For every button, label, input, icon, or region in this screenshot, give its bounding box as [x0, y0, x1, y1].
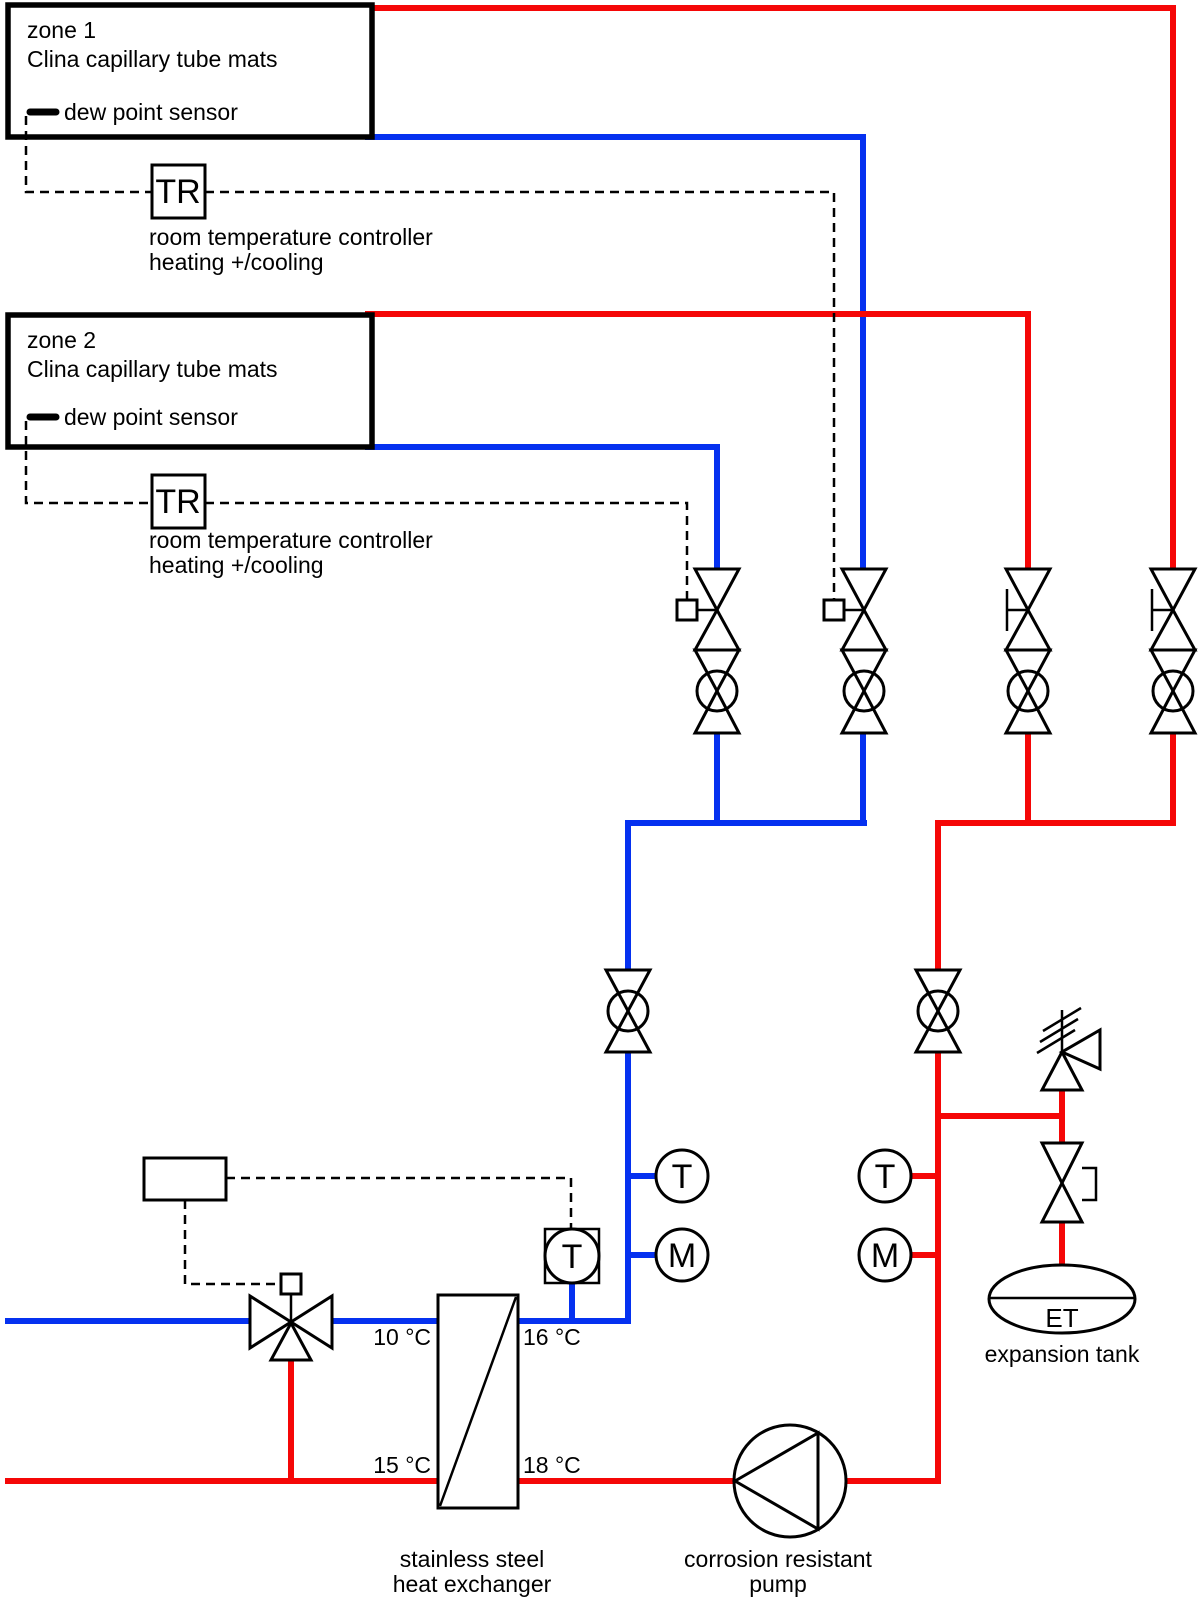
zone1-motorized-valve	[822, 567, 889, 652]
zone2-dew-sensor-wire	[24, 421, 152, 505]
zone2-cold-balancing-valve	[692, 648, 742, 735]
pump-label-1: corrosion resistant	[684, 1546, 873, 1572]
cold-right-temp: 16 °C	[523, 1324, 581, 1350]
zone2-controller-caption-1: room temperature controller	[149, 527, 433, 553]
heat-exchanger: 10 °C 16 °C 15 °C 18 °C stainless steel …	[373, 1293, 581, 1597]
mixing-controller-box	[142, 1156, 228, 1202]
zone1-room-controller: TR room temperature controller heating +…	[149, 163, 433, 275]
zone1-panel: zone 1 Clina capillary tube mats dew poi…	[5, 2, 375, 140]
zone2-tr-to-valve-wire	[205, 501, 689, 600]
pump: corrosion resistant pump	[684, 1423, 873, 1597]
zone1-controller-caption-2: heating +/cooling	[149, 249, 324, 275]
zone1-controller-caption-1: room temperature controller	[149, 224, 433, 250]
zone2-dew-point-label: dew point sensor	[64, 404, 238, 430]
controller-to-mixing-valve-wire	[183, 1200, 281, 1286]
zone2-subtitle: Clina capillary tube mats	[27, 356, 278, 382]
fill-drain-valve	[1039, 1141, 1098, 1224]
expansion-tank-tag: ET	[1045, 1303, 1078, 1333]
supply-sensor-tag: T	[562, 1238, 583, 1276]
hot-m-tag: M	[871, 1237, 899, 1275]
cold-pipes	[5, 134, 867, 1324]
zone2-cold-return-pipe	[365, 444, 720, 575]
zone2-panel: zone 2 Clina capillary tube mats dew poi…	[5, 312, 375, 450]
zone1-shutoff-valve	[1148, 567, 1198, 652]
hot-t-tag: T	[875, 1158, 896, 1196]
cold-left-temp: 10 °C	[373, 1324, 431, 1350]
zone1-hot-supply-pipe	[365, 5, 1176, 575]
hot-right-temp: 18 °C	[523, 1452, 581, 1478]
zone2-hot-balancing-valve	[1003, 648, 1053, 735]
zone1-dew-point-label: dew point sensor	[64, 99, 238, 125]
zone2-tr-tag: TR	[155, 483, 200, 521]
expansion-tank-label: expansion tank	[985, 1341, 1140, 1367]
zone1-cold-balancing-valve	[839, 648, 889, 735]
zone2-tr-box	[150, 473, 207, 530]
expansion-tank: ET expansion tank	[985, 1263, 1140, 1367]
zone1-hot-balancing-valve	[1148, 648, 1198, 735]
hot-manometer-indicator: M	[857, 1227, 913, 1283]
zone1-valve-actuator	[822, 598, 846, 622]
controller-to-sensor-wire	[226, 1176, 573, 1229]
zone1-box	[5, 2, 375, 140]
hot-riser-valve	[913, 968, 963, 1054]
hot-left-temp: 15 °C	[373, 1452, 431, 1478]
zone2-room-controller: TR room temperature controller heating +…	[149, 473, 433, 578]
zone2-title: zone 2	[27, 327, 96, 353]
zone2-hot-supply-pipe	[365, 311, 1031, 575]
zone1-dew-sensor-wire	[24, 116, 152, 194]
zone1-tr-tag: TR	[155, 173, 200, 211]
zone2-controller-caption-2: heating +/cooling	[149, 552, 324, 578]
pump-label-2: pump	[749, 1571, 807, 1597]
zone1-tr-to-valve-wire	[205, 190, 836, 600]
mixing-controller	[142, 1156, 228, 1202]
zone2-valve-actuator	[675, 598, 699, 622]
zone2-shutoff-valve	[1003, 567, 1053, 652]
heat-exchanger-label-2: heat exchanger	[393, 1571, 552, 1597]
zone2-box	[5, 312, 375, 450]
cold-temperature-indicator: T	[654, 1148, 710, 1204]
hot-temperature-indicator: T	[857, 1148, 913, 1204]
cold-riser-valve	[603, 968, 653, 1054]
supply-temperature-sensor: T	[543, 1227, 601, 1285]
cold-manometer-indicator: M	[654, 1227, 710, 1283]
cold-m-tag: M	[668, 1237, 696, 1275]
cold-t-tag: T	[672, 1158, 693, 1196]
three-way-mixing-valve	[248, 1272, 334, 1362]
mixing-valve-actuator	[279, 1272, 303, 1296]
zone1-title: zone 1	[27, 17, 96, 43]
hot-pipes	[5, 5, 1176, 1484]
zone1-tr-box	[150, 163, 207, 220]
zone1-cold-return-pipe	[365, 134, 866, 575]
heat-exchanger-label-1: stainless steel	[400, 1546, 544, 1572]
zone1-subtitle: Clina capillary tube mats	[27, 46, 278, 72]
control-wiring	[24, 116, 836, 1286]
safety-valve	[1036, 1006, 1102, 1092]
